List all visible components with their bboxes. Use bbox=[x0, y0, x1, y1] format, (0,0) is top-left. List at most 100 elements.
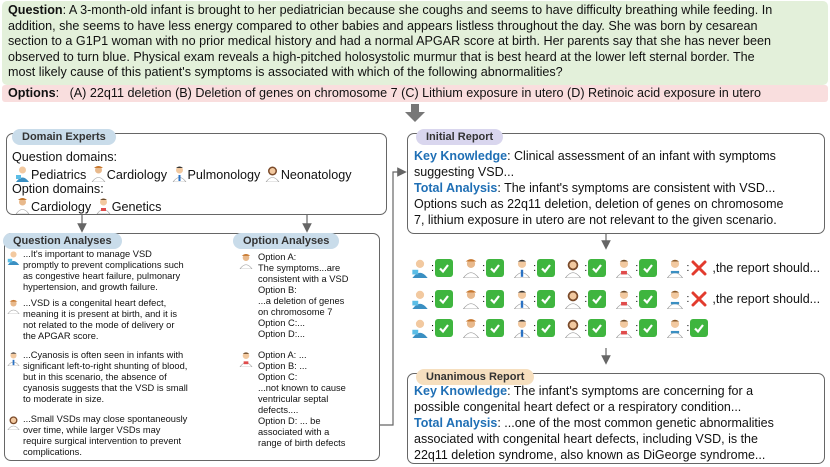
cardiologist-icon bbox=[6, 299, 21, 317]
unanimous-report-tag: Unanimous Report bbox=[416, 369, 535, 385]
vote-row: ::::::,the report should... bbox=[410, 256, 820, 280]
report-line: Options such as 22q11 deletion, deletion… bbox=[414, 197, 784, 211]
question-box: Question: A 3-month-old infant is brough… bbox=[2, 1, 828, 85]
geneticist-icon bbox=[95, 197, 112, 214]
expert-vote: : bbox=[512, 258, 556, 279]
analysis-line: ...not known to cause bbox=[258, 383, 346, 393]
domain-cardiology: Cardiology bbox=[31, 200, 92, 214]
analysis-line: Option A: bbox=[258, 252, 297, 262]
analysis-line: on chromosome 7 bbox=[258, 307, 333, 317]
neonatologist-icon bbox=[563, 258, 583, 279]
vote-separator: : bbox=[482, 262, 486, 274]
domain-experts-tag: Domain Experts bbox=[12, 129, 116, 145]
option-domains-label: Option domains: bbox=[12, 182, 104, 196]
neonatologist-icon bbox=[264, 165, 281, 182]
vote-separator: : bbox=[533, 293, 537, 305]
question-domains-row: Pediatrics Cardiology Pulmonology Neonat… bbox=[14, 165, 352, 183]
report-line: possible congenital heart defect or a re… bbox=[414, 400, 742, 414]
analysis-line: significant left-to-right shunting of bl… bbox=[23, 361, 188, 371]
check-icon bbox=[588, 259, 607, 277]
unanimous-report-panel bbox=[407, 373, 825, 464]
vote-row: ::::::,the report should... bbox=[410, 287, 820, 311]
vote-separator: : bbox=[482, 322, 486, 334]
analysis-line: ...Small VSDs may close spontaneously bbox=[23, 414, 188, 424]
analysis-line: hypertension, and growth failure. bbox=[23, 282, 158, 292]
check-icon bbox=[486, 259, 505, 277]
pediatrician-icon bbox=[14, 165, 31, 182]
initial-report-tag: Initial Report bbox=[416, 129, 504, 145]
domain-pediatrics: Pediatrics bbox=[31, 168, 87, 182]
expert-vote: : bbox=[665, 318, 709, 339]
pulmonologist-icon bbox=[512, 258, 532, 279]
check-icon bbox=[639, 259, 658, 277]
vote-separator: : bbox=[431, 293, 435, 305]
report-line: : The infant's symptoms are concerning f… bbox=[507, 384, 754, 398]
check-icon bbox=[588, 290, 607, 308]
key-knowledge-label: Key Knowledge bbox=[414, 384, 508, 398]
analysis-line: over time, while larger VSDs may bbox=[23, 425, 161, 435]
options-box: Options: (A) 22q11 deletion (B) Deletion… bbox=[2, 85, 828, 102]
question-line: section to a G1P1 woman with no prior me… bbox=[8, 34, 772, 49]
vote-row: :::::: bbox=[410, 316, 710, 340]
expert-vote: : bbox=[512, 289, 556, 310]
pediatrician-icon bbox=[410, 289, 430, 309]
check-icon bbox=[690, 319, 709, 337]
pulmonologist-icon bbox=[6, 351, 21, 369]
question-analyses-tag: Question Analyses bbox=[3, 233, 122, 249]
cardiologist-icon bbox=[238, 253, 254, 272]
doctor-icon bbox=[665, 258, 685, 279]
expert-vote: : bbox=[563, 258, 607, 279]
analysis-line: consistent with a VSD bbox=[258, 274, 349, 284]
pulmonologist-icon bbox=[512, 289, 532, 310]
pediatrician-icon bbox=[410, 258, 430, 278]
question-line: A 3-month-old infant is brought to her p… bbox=[68, 3, 773, 17]
pediatrician-icon bbox=[6, 250, 21, 268]
cross-icon bbox=[690, 259, 708, 277]
expert-vote: : bbox=[410, 289, 454, 309]
domain-experts-panel bbox=[6, 133, 387, 215]
report-line: : Clinical assessment of an infant with … bbox=[507, 149, 776, 163]
vote-separator: : bbox=[584, 322, 588, 334]
options-label: Options bbox=[8, 86, 56, 100]
geneticist-icon bbox=[614, 289, 634, 310]
analysis-line: Option B: bbox=[258, 285, 297, 295]
report-line: suggesting VSD... bbox=[414, 165, 515, 179]
analysis-line: ...VSD is a congenital heart defect, bbox=[23, 298, 167, 308]
question-label: Question bbox=[8, 3, 63, 17]
check-icon bbox=[486, 290, 505, 308]
option-analyses-tag: Option Analyses bbox=[233, 233, 340, 249]
domain-genetics: Genetics bbox=[111, 200, 162, 214]
analysis-line: promptly to prevent complications such bbox=[23, 260, 184, 270]
vote-note: ,the report should... bbox=[712, 292, 821, 306]
vote-separator: : bbox=[584, 293, 588, 305]
unanimous-report-text: Key Knowledge: The infant's symptoms are… bbox=[414, 383, 774, 463]
vote-separator: : bbox=[686, 262, 690, 274]
vote-separator: : bbox=[533, 262, 537, 274]
pulmonologist-icon bbox=[512, 318, 532, 339]
check-icon bbox=[639, 319, 658, 337]
vote-separator: : bbox=[584, 262, 588, 274]
expert-vote: : bbox=[461, 258, 505, 279]
check-icon bbox=[435, 319, 454, 337]
check-icon bbox=[537, 319, 556, 337]
neonatologist-icon bbox=[6, 415, 21, 433]
geneticist-icon bbox=[238, 351, 254, 370]
analysis-line: as congestive heart failure, pulmonary bbox=[23, 271, 181, 281]
check-icon bbox=[435, 290, 454, 308]
cardiologist-icon bbox=[461, 289, 481, 310]
cardiologist-icon bbox=[14, 197, 31, 214]
cardiologist-icon bbox=[461, 318, 481, 339]
vote-note: ,the report should... bbox=[712, 261, 821, 275]
analysis-line: ventricular septal bbox=[258, 394, 329, 404]
analysis-line: not related to the mode of delivery or bbox=[23, 320, 175, 330]
analysis-line: defects.... bbox=[258, 405, 299, 415]
cardiologist-icon bbox=[461, 258, 481, 279]
vote-separator: : bbox=[431, 322, 435, 334]
vote-separator: : bbox=[533, 322, 537, 334]
question-analysis-item: ...VSD is a congenital heart defect,mean… bbox=[6, 298, 230, 342]
analysis-line: Option A: ... bbox=[258, 350, 307, 360]
vote-separator: : bbox=[686, 293, 690, 305]
